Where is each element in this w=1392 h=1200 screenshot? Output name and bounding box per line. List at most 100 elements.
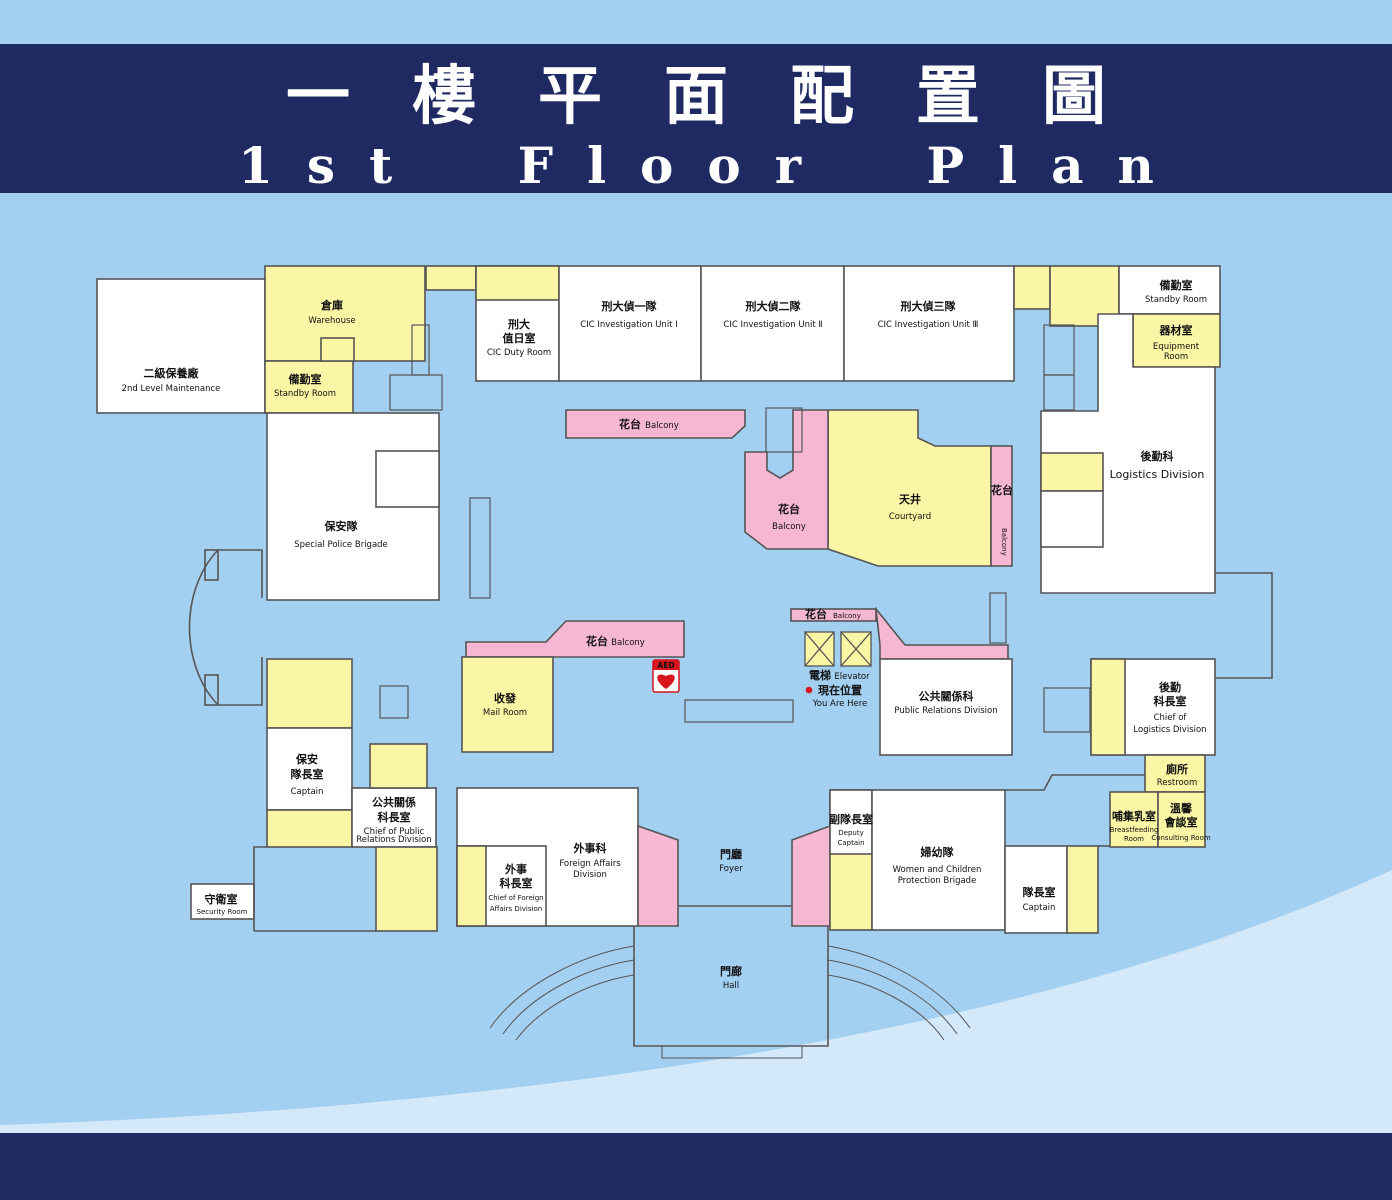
room-mail[interactable] [461,656,554,753]
room-captain-left[interactable] [266,727,353,811]
room-security[interactable] [190,883,255,920]
label: 後勤 [1159,680,1181,694]
label: 外事 [504,862,527,876]
label: Courtyard [889,512,931,522]
label: Captain [1023,903,1056,913]
title-chinese: 一樓平面配置圖 [286,60,1168,134]
footer-bar [0,1133,1392,1200]
label: Logistics Division [1110,468,1205,481]
label: 科長室 [500,876,533,890]
aed-label: AED [657,661,674,670]
label: Balcony [645,421,679,431]
label: 天井 [899,492,921,506]
label: Balcony [611,638,645,648]
label: Hall [723,981,739,991]
label: 保安 [295,752,318,766]
label: 守衛室 [205,892,238,906]
label: Elevator [834,672,870,682]
label: 2nd Level Maintenance [122,384,221,394]
room-standby-right[interactable] [1118,265,1221,315]
aed-icon[interactable]: AED [652,659,680,693]
label: Breastfeeding [1110,826,1159,834]
stairs [379,324,1091,733]
label: 值日室 [503,331,536,345]
room-consulting[interactable] [1157,791,1206,848]
label: CIC Duty Room [487,348,551,358]
room-cic-unit1[interactable] [558,265,702,382]
label: Standby Room [274,389,336,399]
label: 收發 [494,691,517,705]
label: 器材室 [1159,323,1193,337]
top-strip [0,0,1392,44]
label: 哺集乳室 [1112,809,1156,823]
balcony-center [465,620,685,658]
label: 門廊 [720,964,742,978]
label: 花台 [619,417,641,431]
balcony-vert [990,445,1013,567]
label: Foreign Affairs [559,859,621,869]
label: Deputy [838,829,863,837]
label: Public Relations Division [894,706,997,716]
label: 保安隊 [324,519,359,533]
room-women-children[interactable] [871,789,1006,931]
label: 婦幼隊 [920,845,955,859]
balcony-top [565,409,746,439]
label: Protection Brigade [898,876,977,886]
label: Room [1124,835,1144,843]
label: Security Room [197,908,248,916]
label: CIC Investigation Unit Ⅱ [723,320,822,330]
room-maintenance[interactable] [96,278,266,414]
walls [96,265,1273,1047]
label: CIC Investigation Unit Ⅰ [580,320,677,330]
label: Warehouse [308,316,355,326]
label: Balcony [833,612,861,620]
label: 溫馨 [1170,801,1193,815]
label: Relations Division [356,835,431,845]
header-banner: 一樓平面配置圖 1st Floor Plan [0,44,1392,195]
label: 花台 [805,607,827,621]
label: 外事科 [573,841,607,855]
room-cic-unit3[interactable] [843,265,1015,382]
label: 公共關係 [372,795,416,809]
room-standby-left[interactable] [264,360,354,414]
label: You Are Here [812,699,868,709]
label: Balcony [772,522,806,532]
room-breastfeeding[interactable] [1109,791,1159,848]
label: 副隊長室 [829,812,873,826]
room-restroom[interactable] [1144,754,1206,793]
label: 科長室 [1154,694,1187,708]
room-equipment[interactable] [1132,313,1221,368]
label: Balcony [1000,528,1008,556]
label: 隊長室 [291,767,324,781]
label: Logistics Division [1133,725,1206,735]
room-public-relations[interactable] [879,658,1013,756]
label: 花台 [586,634,608,648]
you-are-here-marker [805,686,813,694]
label: 電梯 [809,668,831,682]
label: Mail Room [483,708,527,718]
label: Captain [291,787,324,797]
label: Restroom [1157,778,1198,788]
label: 刑大偵一隊 [602,299,658,313]
label: Consulting Room [1151,834,1211,842]
room-captain-right[interactable] [1004,845,1068,934]
label: 花台 [778,502,800,516]
label: 二級保養廠 [144,366,200,380]
label: Equipment [1153,342,1200,352]
balcony-mid [744,409,829,550]
title-english: 1st Floor Plan [238,136,1188,195]
label: Chief of [1154,713,1188,723]
label: 花台 [991,483,1013,497]
label: Division [573,870,607,880]
room-cic-unit2[interactable] [700,265,845,382]
label: 會談室 [1165,815,1198,829]
label: 隊長室 [1023,885,1056,899]
label: 門廳 [720,847,742,861]
label: 科長室 [378,810,411,824]
label: 備勤室 [1160,278,1193,292]
label: Standby Room [1145,295,1207,305]
room-chief-pr[interactable] [351,787,437,848]
label: 後勤科 [1141,449,1174,463]
label: Captain [837,839,864,847]
room-labels: 二級保養廠 2nd Level Maintenance 倉庫 Warehouse… [122,278,1211,991]
